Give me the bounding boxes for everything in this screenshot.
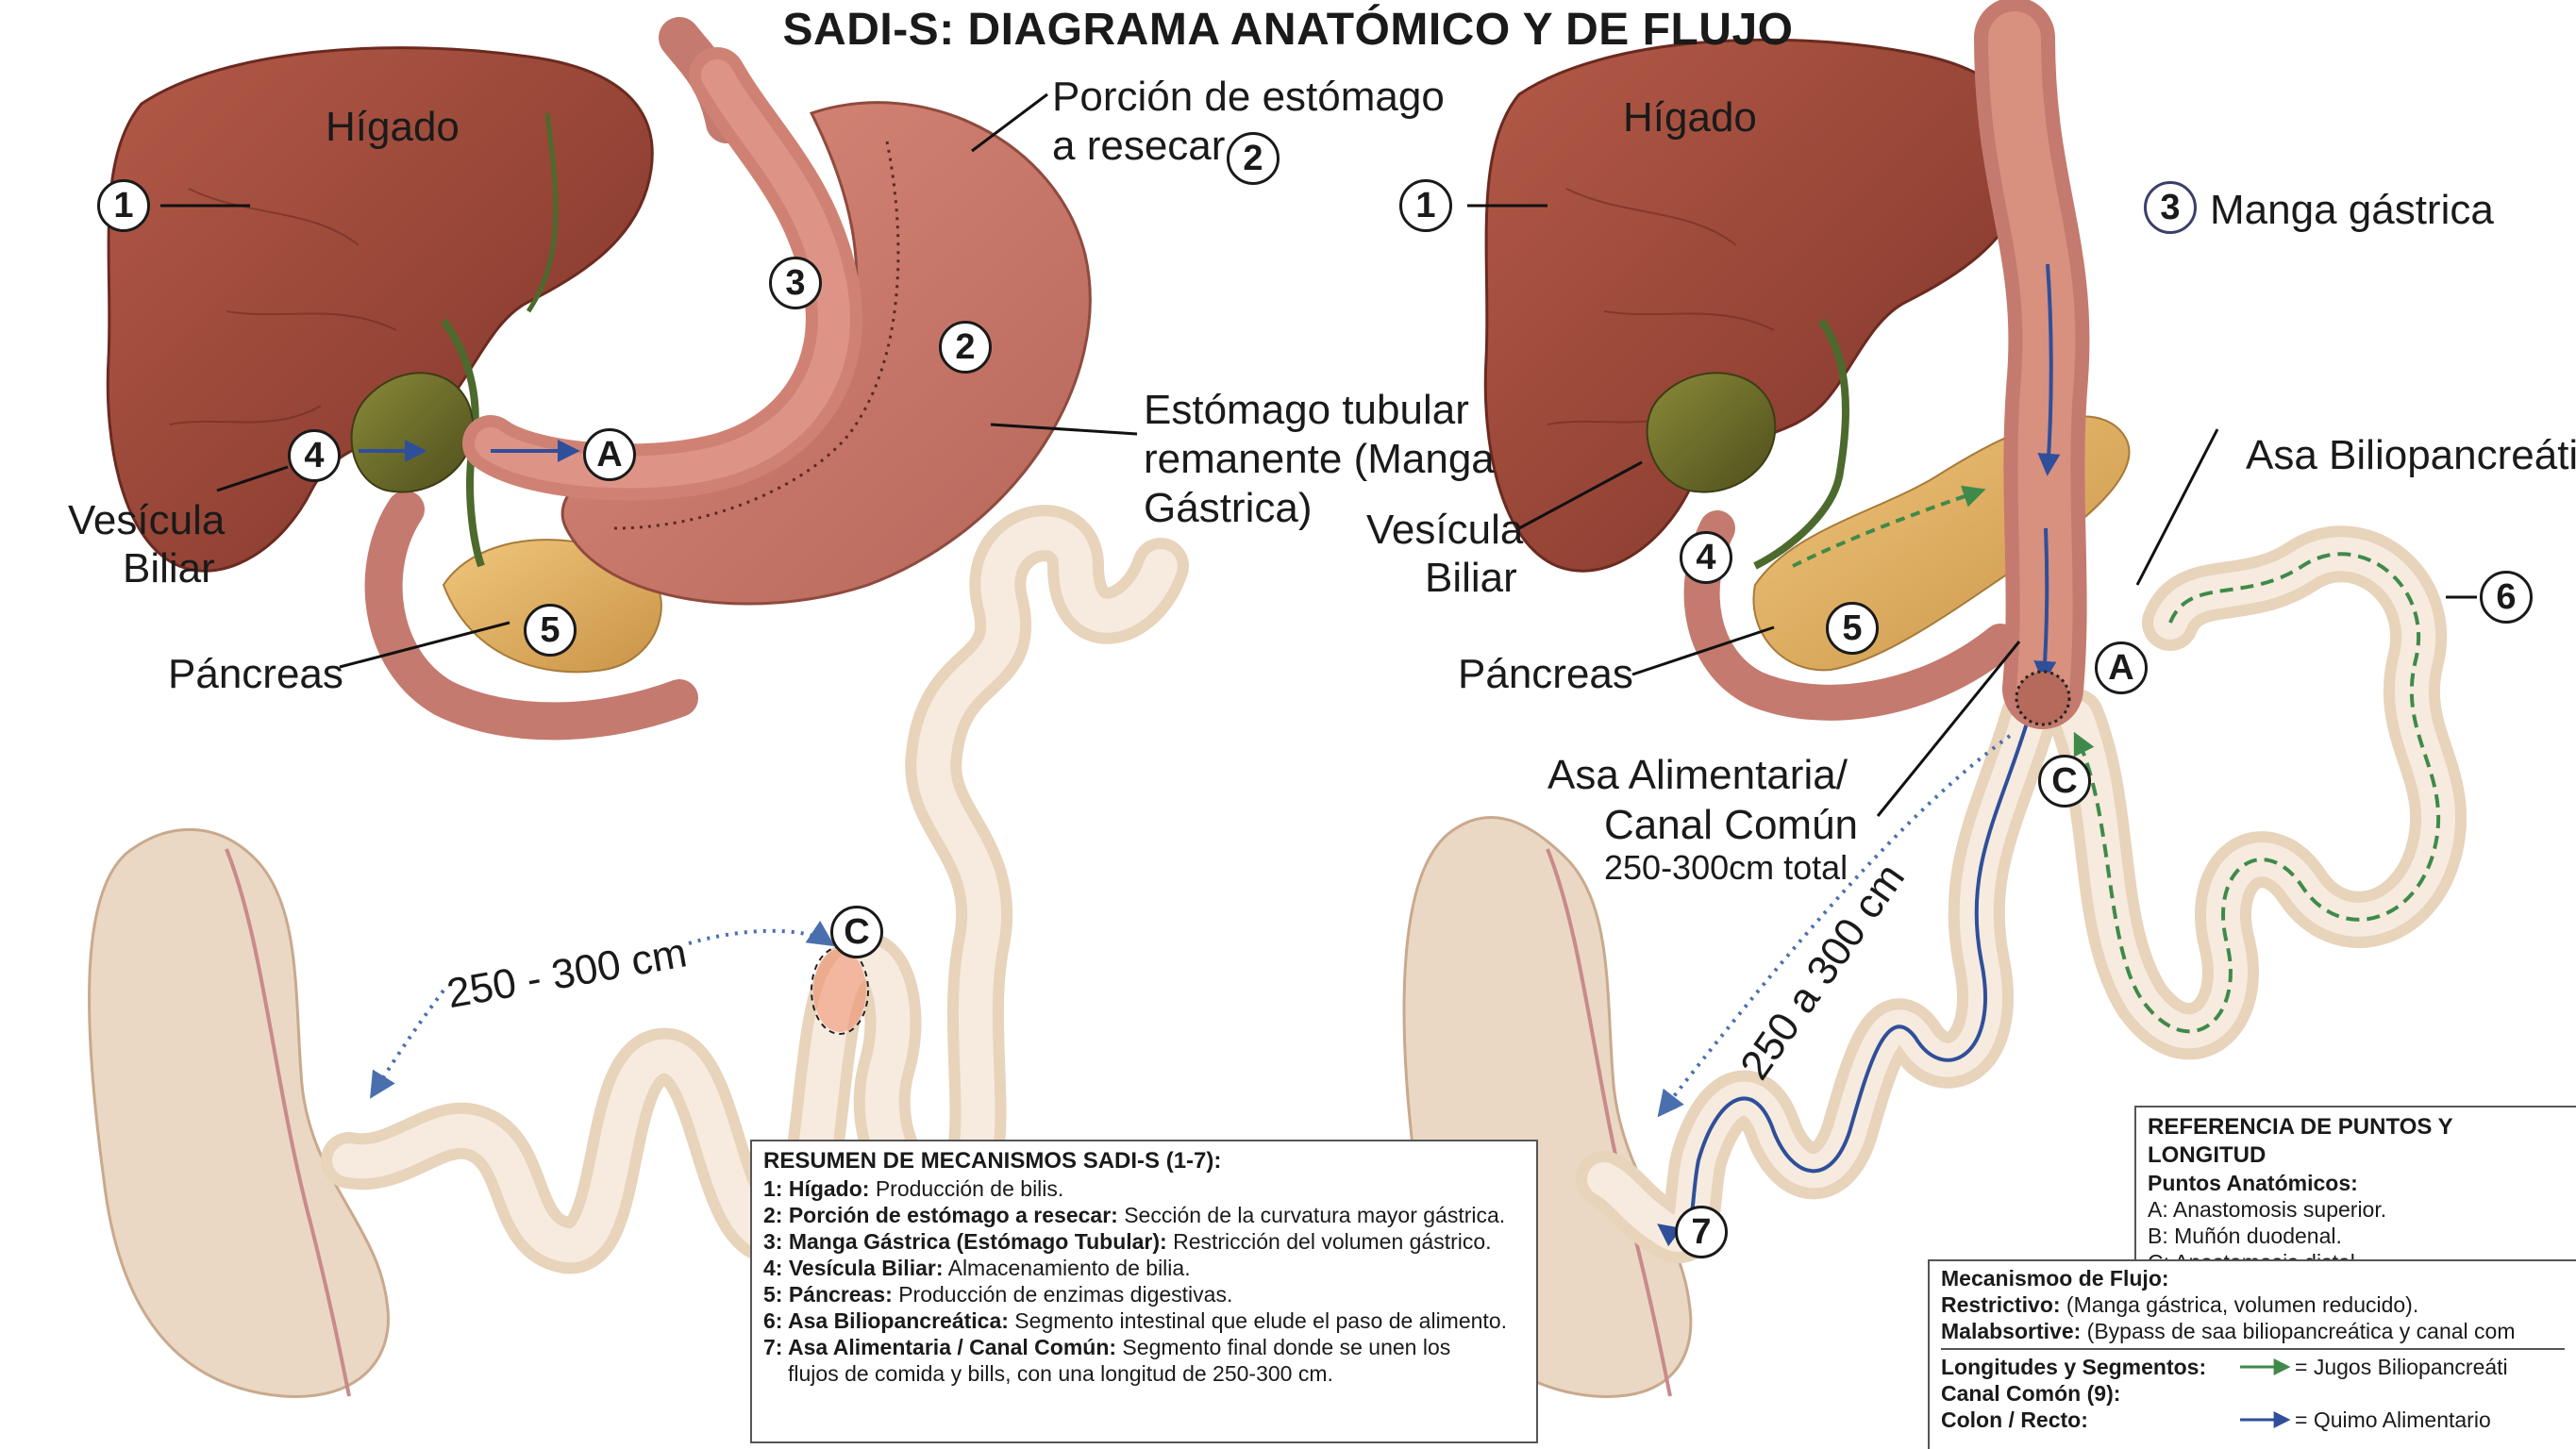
left-anatomy <box>88 17 1189 1399</box>
summary-item: 5: Páncreas: Producción de enzimas diges… <box>763 1281 1525 1307</box>
left-liver-label: Hígado <box>326 104 460 150</box>
summary-item: 1: Hígado: Producción de bilis. <box>763 1175 1525 1202</box>
right-badge-1: 1 <box>1399 179 1452 232</box>
summary-item-key: 6: Asa Biliopancreática: <box>763 1308 1009 1333</box>
flow-colon-key: Colon / Recto: <box>1941 1407 2088 1432</box>
flow-lengths-key: Longitudes y Segmentos: <box>1941 1355 2207 1379</box>
left-tubular-label-3: Gástrica) <box>1144 485 1313 531</box>
flow-common-key: Canal Comón (9): <box>1941 1381 2121 1406</box>
summary-panel: RESUMEN DE MECANISMOS SADI-S (1-7): 1: H… <box>750 1140 1538 1443</box>
right-liver-label: Hígado <box>1623 94 1757 141</box>
summary-item-key: 2: Porción de estómago a resecar: <box>763 1203 1118 1227</box>
right-gallbladder-label-2: Biliar <box>1425 555 1517 601</box>
reference-point-b: B: Muñón duodenal. <box>2148 1224 2342 1248</box>
flow-heading: Mecanismoo de Flujo: <box>1941 1266 2169 1291</box>
summary-item-key: 7: Asa Alimentaria / Canal Común: <box>763 1335 1117 1359</box>
legend-chyme: = Quimo Alimentario <box>2295 1407 2491 1432</box>
summary-item-text: Segmento final donde se unen los <box>1116 1335 1451 1359</box>
diagram-title: SADI-S: DIAGRAMA ANATÓMICO Y DE FLUJO <box>782 5 1794 55</box>
summary-item: 2: Porción de estómago a resecar: Secció… <box>763 1202 1525 1228</box>
left-badge-A: A <box>583 428 636 481</box>
reference-panel: REFERENCIA DE PUNTOS Y LONGITUD Puntos A… <box>2134 1106 2576 1274</box>
right-gallbladder-label-1: Vesícula <box>1366 507 1524 553</box>
right-badge-A: A <box>2095 641 2148 694</box>
summary-item-text: Producción de bilis. <box>869 1176 1064 1201</box>
summary-item: 4: Vesícula Biliar: Almacenamiento de bi… <box>763 1255 1525 1281</box>
flow-panel: Mecanismoo de Flujo: Restrictivo: (Manga… <box>1928 1259 2576 1449</box>
right-badge-4: 4 <box>1680 531 1732 584</box>
summary-item: 6: Asa Biliopancreática: Segmento intest… <box>763 1307 1525 1334</box>
summary-item-key: 5: Páncreas: <box>763 1282 893 1307</box>
legend-bile: = Jugos Biliopancreáti <box>2295 1355 2508 1379</box>
summary-item-text: Segmento intestinal que elude el paso de… <box>1008 1308 1508 1333</box>
right-badge-6: 6 <box>2480 571 2533 624</box>
reference-point-a: A: Anastomosis superior. <box>2148 1197 2387 1222</box>
green-arrow-icon <box>2240 1358 2291 1375</box>
right-badge-7: 7 <box>1675 1206 1728 1258</box>
summary-item-text: Producción de enzimas digestivas. <box>892 1282 1233 1307</box>
flow-restrictive-key: Restrictivo: <box>1941 1292 2061 1317</box>
summary-item: 3: Manga Gástrica (Estómago Tubular): Re… <box>763 1228 1525 1255</box>
left-tubular-label-2: remanente (Manga <box>1144 436 1495 482</box>
reference-heading: REFERENCIA DE PUNTOS Y LONGITUD <box>2148 1114 2453 1168</box>
left-gallbladder <box>350 372 475 493</box>
summary-item-text: Almacenamiento de bilia. <box>943 1256 1191 1280</box>
left-pancreas-label: Páncreas <box>168 651 343 697</box>
summary-list: 1: Hígado: Producción de bilis.2: Porció… <box>763 1175 1525 1360</box>
right-badge-5: 5 <box>1826 602 1879 655</box>
right-alimentary-label-1: Asa Alimentaria/ <box>1547 752 1848 798</box>
left-badge-5: 5 <box>524 604 577 657</box>
right-alimentary-label-3: 250-300cm total <box>1604 848 1848 887</box>
left-badge-2-label: 2 <box>1227 132 1280 185</box>
summary-item-key: 3: Manga Gástrica (Estómago Tubular): <box>763 1229 1167 1254</box>
left-tubular-label-1: Estómago tubular <box>1144 387 1469 433</box>
right-alimentary-label-2: Canal Común <box>1604 802 1859 848</box>
flow-malabsortive-text: (Bypass de saa biliopancreática y canal … <box>2081 1319 2516 1343</box>
left-colon <box>88 827 390 1399</box>
flow-malabsortive-key: Malabsortive: <box>1941 1319 2082 1343</box>
left-badge-3: 3 <box>769 257 822 309</box>
left-badge-4: 4 <box>288 429 341 482</box>
summary-item-7-continued: flujos de comida y bills, con una longit… <box>788 1361 1333 1386</box>
left-badge-1: 1 <box>97 179 150 232</box>
reference-subheading: Puntos Anatómicos: <box>2148 1171 2358 1195</box>
summary-item-text: Sección de la curvatura mayor gástrica. <box>1117 1203 1506 1227</box>
right-badge-C: C <box>2038 755 2091 808</box>
right-liver <box>1483 38 2032 573</box>
flow-divider <box>1941 1348 2565 1350</box>
flow-restrictive-text: (Manga gástrica, volumen reducido). <box>2060 1292 2419 1317</box>
summary-item-key: 1: Hígado: <box>763 1176 870 1201</box>
summary-item-key: 4: Vesícula Biliar: <box>763 1256 944 1280</box>
right-pancreas-label: Páncreas <box>1458 651 1633 697</box>
blue-arrow-icon <box>2240 1411 2291 1428</box>
left-resect-label-1: Porción de estómago <box>1052 74 1445 120</box>
left-gallbladder-label-1: Vesícula <box>68 497 226 543</box>
right-badge-3: 3 <box>2144 181 2197 234</box>
left-gallbladder-label-2: Biliar <box>123 545 215 591</box>
right-gallbladder <box>1646 372 1777 493</box>
left-resect-label-2: a resecar <box>1052 123 1226 169</box>
left-badge-C: C <box>830 906 883 958</box>
summary-heading: RESUMEN DE MECANISMOS SADI-S (1-7): <box>763 1148 1222 1174</box>
summary-item: 7: Asa Alimentaria / Canal Común: Segmen… <box>763 1334 1525 1360</box>
summary-item-text: Restricción del volumen gástrico. <box>1166 1229 1492 1254</box>
right-bp-loop-label: Asa Biliopancreátic <box>2246 432 2576 478</box>
left-badge-2: 2 <box>939 321 992 374</box>
right-sleeve-label: Manga gástrica <box>2210 187 2494 233</box>
